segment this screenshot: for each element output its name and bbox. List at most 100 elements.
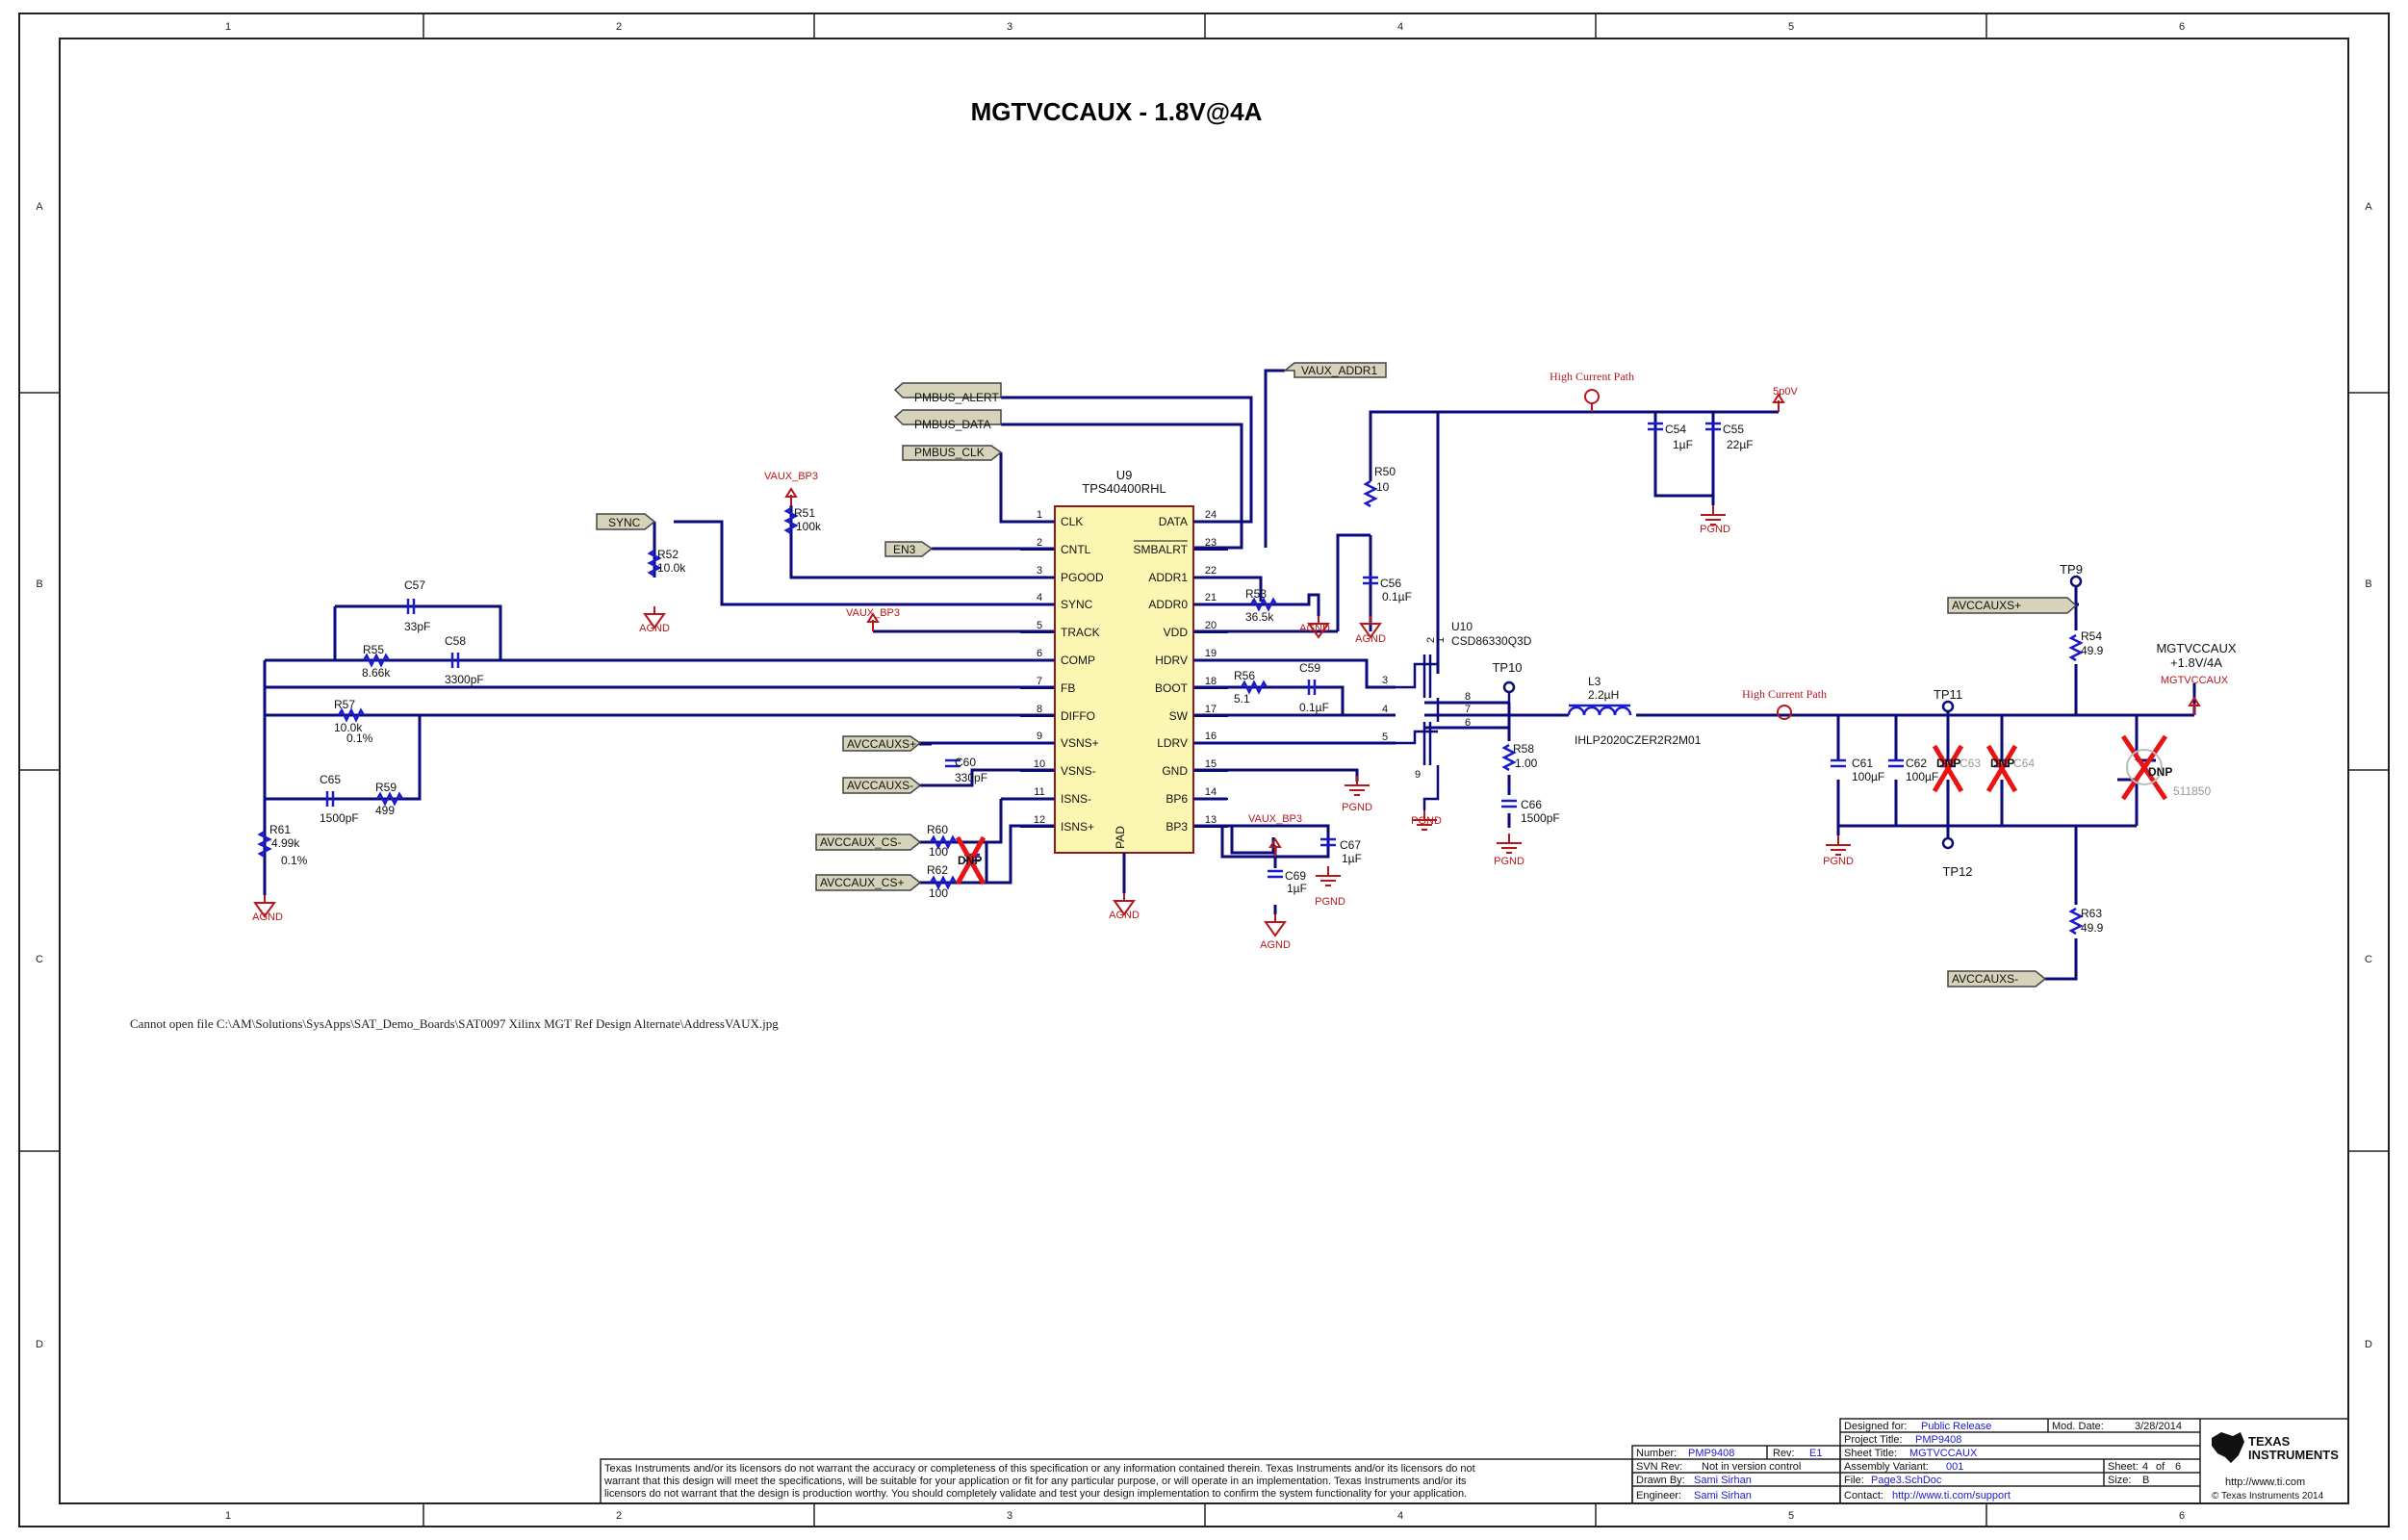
ic-pin-number: 19: [1205, 648, 1217, 659]
tb-contact[interactable]: http://www.ti.com/support: [1892, 1490, 2011, 1502]
ic-pin-number: 23: [1205, 537, 1217, 549]
svg-text:3: 3: [1382, 675, 1388, 686]
l3-ref: L3: [1588, 675, 1601, 688]
tb-svn: Not in version control: [1702, 1461, 1801, 1473]
missing-file-note: Cannot open file C:\AM\Solutions\SysApps…: [130, 1016, 779, 1031]
r51-ref: R51: [794, 506, 815, 520]
net-label-pgnd: PGND: [1494, 856, 1524, 867]
ic-pin-name: SMBALRT: [1134, 543, 1189, 556]
svg-text:4: 4: [1382, 704, 1388, 715]
c64-val: DNP: [1990, 757, 2014, 770]
zone-col-label: 4: [1397, 21, 1403, 33]
capacitor-c57: [406, 599, 416, 614]
ic-pin-name: SYNC: [1061, 598, 1093, 611]
tp9-label: TP9: [2060, 562, 2083, 577]
port-label: AVCCAUXS+: [847, 737, 916, 751]
c55-val: 22µF: [1727, 438, 1754, 451]
resistor-r63: [2068, 907, 2084, 936]
svg-text:5: 5: [1382, 732, 1388, 743]
high-current-label: High Current Path: [1742, 687, 1827, 701]
svg-text:6: 6: [1465, 717, 1471, 729]
port-label: SYNC: [608, 516, 641, 529]
testpoints: [1502, 575, 2083, 850]
tb-ti-url[interactable]: http://www.ti.com: [2225, 1476, 2305, 1488]
c63-ref: C63: [1960, 757, 1981, 770]
tb-file-label: File:: [1844, 1475, 1864, 1486]
net-label-pgnd: PGND: [1315, 896, 1345, 908]
port-label: AVCCAUX_CS+: [820, 876, 904, 889]
disclaimer-line-3: licensors do not warrant that the design…: [604, 1488, 1467, 1500]
r56-ref: R56: [1234, 669, 1255, 682]
tb-project: PMP9408: [1915, 1434, 1961, 1446]
zone-row-label: A: [2365, 201, 2372, 213]
tb-mod: 3/28/2014: [2135, 1421, 2182, 1432]
capacitor-c65: [325, 791, 335, 807]
tb-number: PMP9408: [1688, 1448, 1734, 1459]
r60-val: 100: [929, 845, 948, 859]
tb-contact-label: Contact:: [1844, 1490, 1883, 1502]
net-label-agnd: AGND: [639, 623, 670, 634]
ic-pad-label: PAD: [1114, 826, 1127, 849]
c54-val: 1µF: [1673, 438, 1693, 451]
ic-ref: U9: [1116, 468, 1133, 482]
r54-ref: R54: [2081, 629, 2102, 643]
port-label: AVCCAUXS+: [1952, 599, 2021, 612]
resistor-r59: [375, 791, 404, 807]
ic-pin-number: 15: [1205, 758, 1217, 770]
zone-col-label: 3: [1007, 21, 1012, 33]
ic-pin-number: 9: [1037, 731, 1042, 742]
net-label-agnd: AGND: [1109, 910, 1140, 921]
capacitor-c56: [1363, 576, 1378, 585]
tb-sheet-label: Sheet:: [2108, 1461, 2139, 1473]
c60-ref: C60: [955, 756, 976, 769]
port-pmbus-clk: [902, 445, 1003, 461]
r58-val: 1.00: [1515, 757, 1538, 770]
ic-pin-number: 6: [1037, 648, 1042, 659]
port-vaux-addr1: [1282, 362, 1387, 378]
dnp-marks: [955, 734, 2168, 886]
r53-val: 36.5k: [1245, 610, 1274, 624]
tb-copyright: © Texas Instruments 2014: [2212, 1491, 2324, 1502]
capacitor-c62: [1888, 758, 1904, 768]
net-label-agnd: AGND: [1260, 939, 1291, 951]
ic-pin-number: 21: [1205, 592, 1217, 603]
ic-pin-number: 5: [1037, 620, 1042, 631]
tp12-label: TP12: [1942, 864, 1972, 879]
port-label: PMBUS_ALERT: [914, 391, 999, 404]
u10-part: CSD86330Q3D: [1451, 634, 1532, 648]
ic-pin-name: DATA: [1159, 515, 1188, 528]
resistor-r55: [362, 653, 391, 668]
ic-pin-number: 4: [1037, 592, 1042, 603]
l3-val: 2.2µH: [1588, 688, 1619, 702]
svg-text:2: 2: [1425, 637, 1437, 643]
zone-row-label: D: [2365, 1339, 2372, 1350]
r55-ref: R55: [363, 643, 384, 656]
resistor-r58: [1501, 743, 1517, 772]
tb-designed: Public Release: [1921, 1421, 1991, 1432]
c65-ref: C65: [320, 773, 341, 786]
inductor-l3: [1567, 706, 1632, 716]
ic-pin-number: 7: [1037, 676, 1042, 687]
tb-designed-label: Designed for:: [1844, 1421, 1907, 1432]
capacitor-c69: [1268, 869, 1283, 879]
c56-ref: C56: [1380, 577, 1401, 590]
conn-dnp: DNP: [2148, 765, 2172, 779]
tb-project-label: Project Title:: [1844, 1434, 1903, 1446]
c68-val: DNP: [958, 854, 982, 867]
capacitor-c66: [1501, 799, 1517, 808]
capacitor-c58: [450, 653, 460, 668]
port-en3: [884, 541, 934, 557]
ic-pin-number: 16: [1205, 731, 1217, 742]
c69-val: 1µF: [1287, 882, 1307, 895]
conn-ref: 511850: [2173, 784, 2211, 798]
ic-pin-name: VDD: [1164, 626, 1189, 639]
wires: [263, 369, 2196, 981]
tb-of: of: [2156, 1461, 2165, 1473]
c59-ref: C59: [1299, 661, 1320, 675]
tb-size-label: Size:: [2108, 1475, 2131, 1486]
r63-val: 49.9: [2081, 921, 2104, 935]
tb-number-label: Number:: [1636, 1448, 1677, 1459]
c56-val: 0.1µF: [1382, 590, 1412, 603]
output-spec: +1.8V/4A: [2170, 655, 2222, 670]
